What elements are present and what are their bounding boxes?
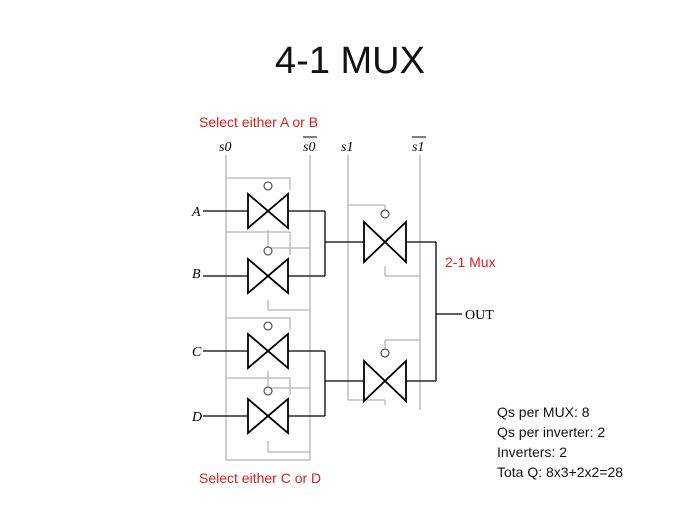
select-ab-note: Select either A or B (199, 114, 319, 130)
s1-bar-label: s1 (412, 140, 424, 155)
s1-label: s1 (341, 140, 353, 155)
transmission-gate-b (247, 246, 289, 295)
input-c-label: C (192, 345, 202, 360)
control-wires (225, 155, 421, 461)
s0-label: s0 (219, 140, 231, 155)
mux-2-1-note: 2-1 Mux (445, 254, 496, 270)
s0-bar-label: s0 (303, 140, 315, 155)
output-label: OUT (465, 308, 494, 323)
input-a-label: A (191, 205, 201, 220)
slide-title: 4-1 MUX (275, 40, 425, 82)
transistor-count-notes: Qs per MUX: 8 Qs per inverter: 2 Inverte… (497, 402, 623, 482)
select-cd-note: Select either C or D (199, 470, 322, 486)
data-wires (203, 210, 462, 417)
stat-qs-per-mux: Qs per MUX: 8 (497, 404, 590, 420)
stat-total-q: Tota Q: 8x3+2x2=28 (497, 464, 624, 480)
stat-qs-per-inverter: Qs per inverter: 2 (497, 424, 606, 440)
transmission-gate-upper-stage2 (363, 209, 407, 265)
transmission-gate-d (247, 386, 289, 435)
input-b-label: B (192, 267, 201, 282)
transmission-gate-lower-stage2 (363, 348, 407, 404)
transmission-gate-a (247, 181, 289, 230)
input-d-label: D (191, 410, 202, 425)
stat-inverters: Inverters: 2 (497, 444, 568, 460)
transmission-gate-c (247, 321, 289, 370)
